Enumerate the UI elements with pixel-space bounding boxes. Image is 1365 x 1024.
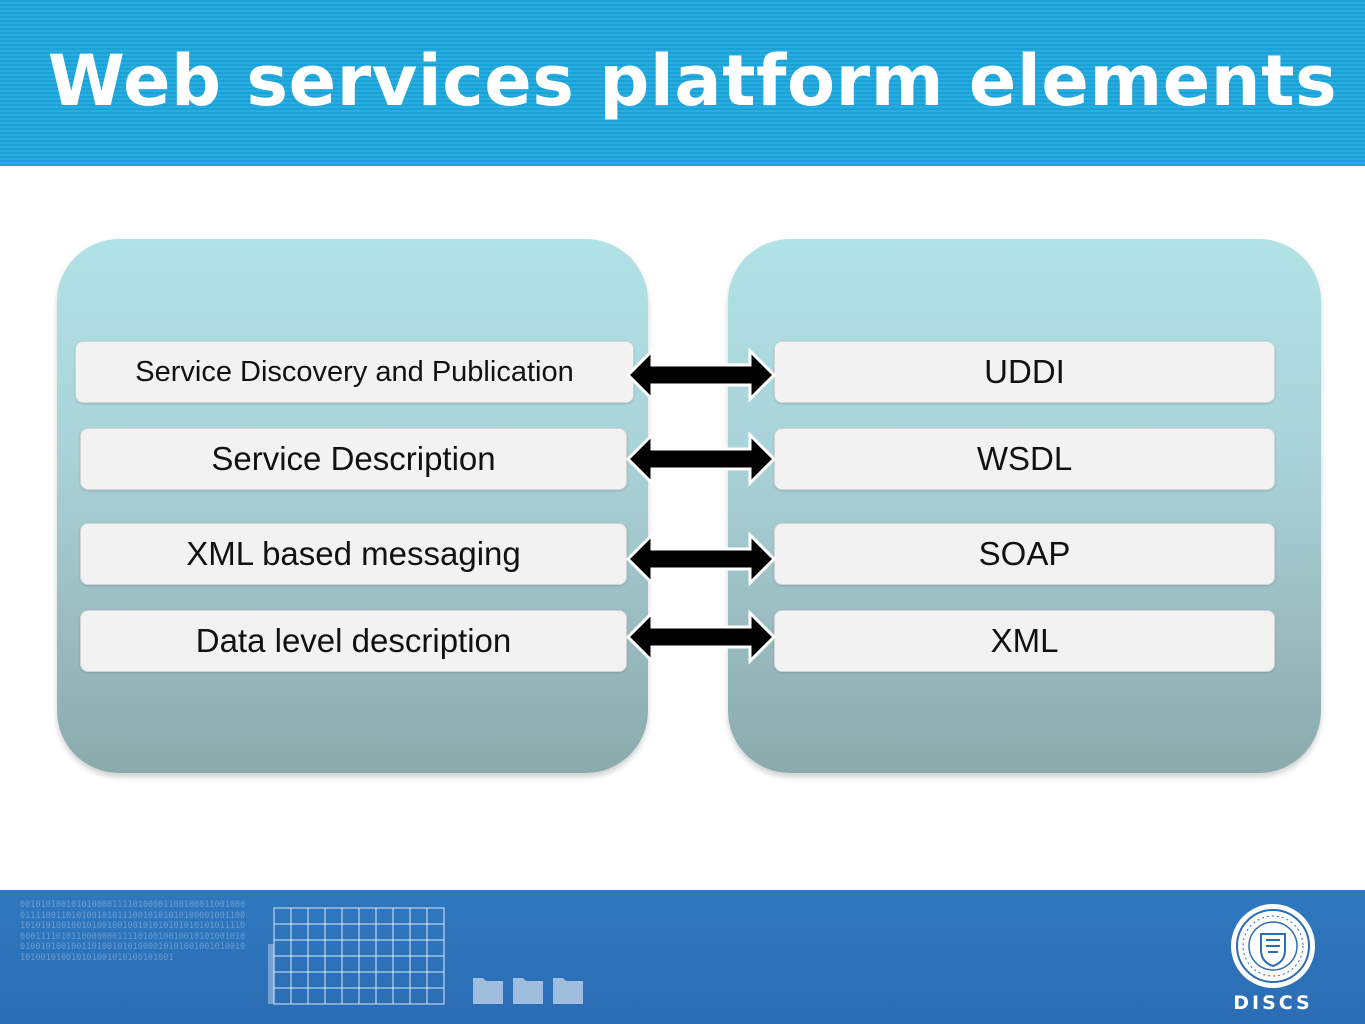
double-arrow-icon [626,531,776,587]
technology-box-xml: XML [774,610,1275,672]
technology-box-uddi: UDDI [774,341,1275,403]
double-arrow-icon [626,431,776,487]
grid-chart-decoration [268,907,445,1005]
technology-box-wsdl: WSDL [774,428,1275,490]
title-banner: Web services platform elements [0,0,1365,166]
university-seal-icon [1231,904,1315,988]
concept-box-data-level: Data level description [80,610,627,672]
binary-decoration: 0010101001010100001111010000110010001100… [20,900,246,963]
double-arrow-icon [626,609,776,665]
technologies-panel [728,239,1321,773]
page-title: Web services platform elements [47,40,1338,122]
brand-name: DISCS [1233,992,1313,1014]
concept-box-description: Service Description [80,428,627,490]
footer-banner: 0010101001010100001111010000110010001100… [0,890,1365,1024]
concepts-panel [57,239,648,773]
technology-box-soap: SOAP [774,523,1275,585]
folder-icons-decoration [473,978,583,1004]
double-arrow-icon [626,347,776,403]
concept-box-discovery: Service Discovery and Publication [75,341,634,403]
concept-box-messaging: XML based messaging [80,523,627,585]
